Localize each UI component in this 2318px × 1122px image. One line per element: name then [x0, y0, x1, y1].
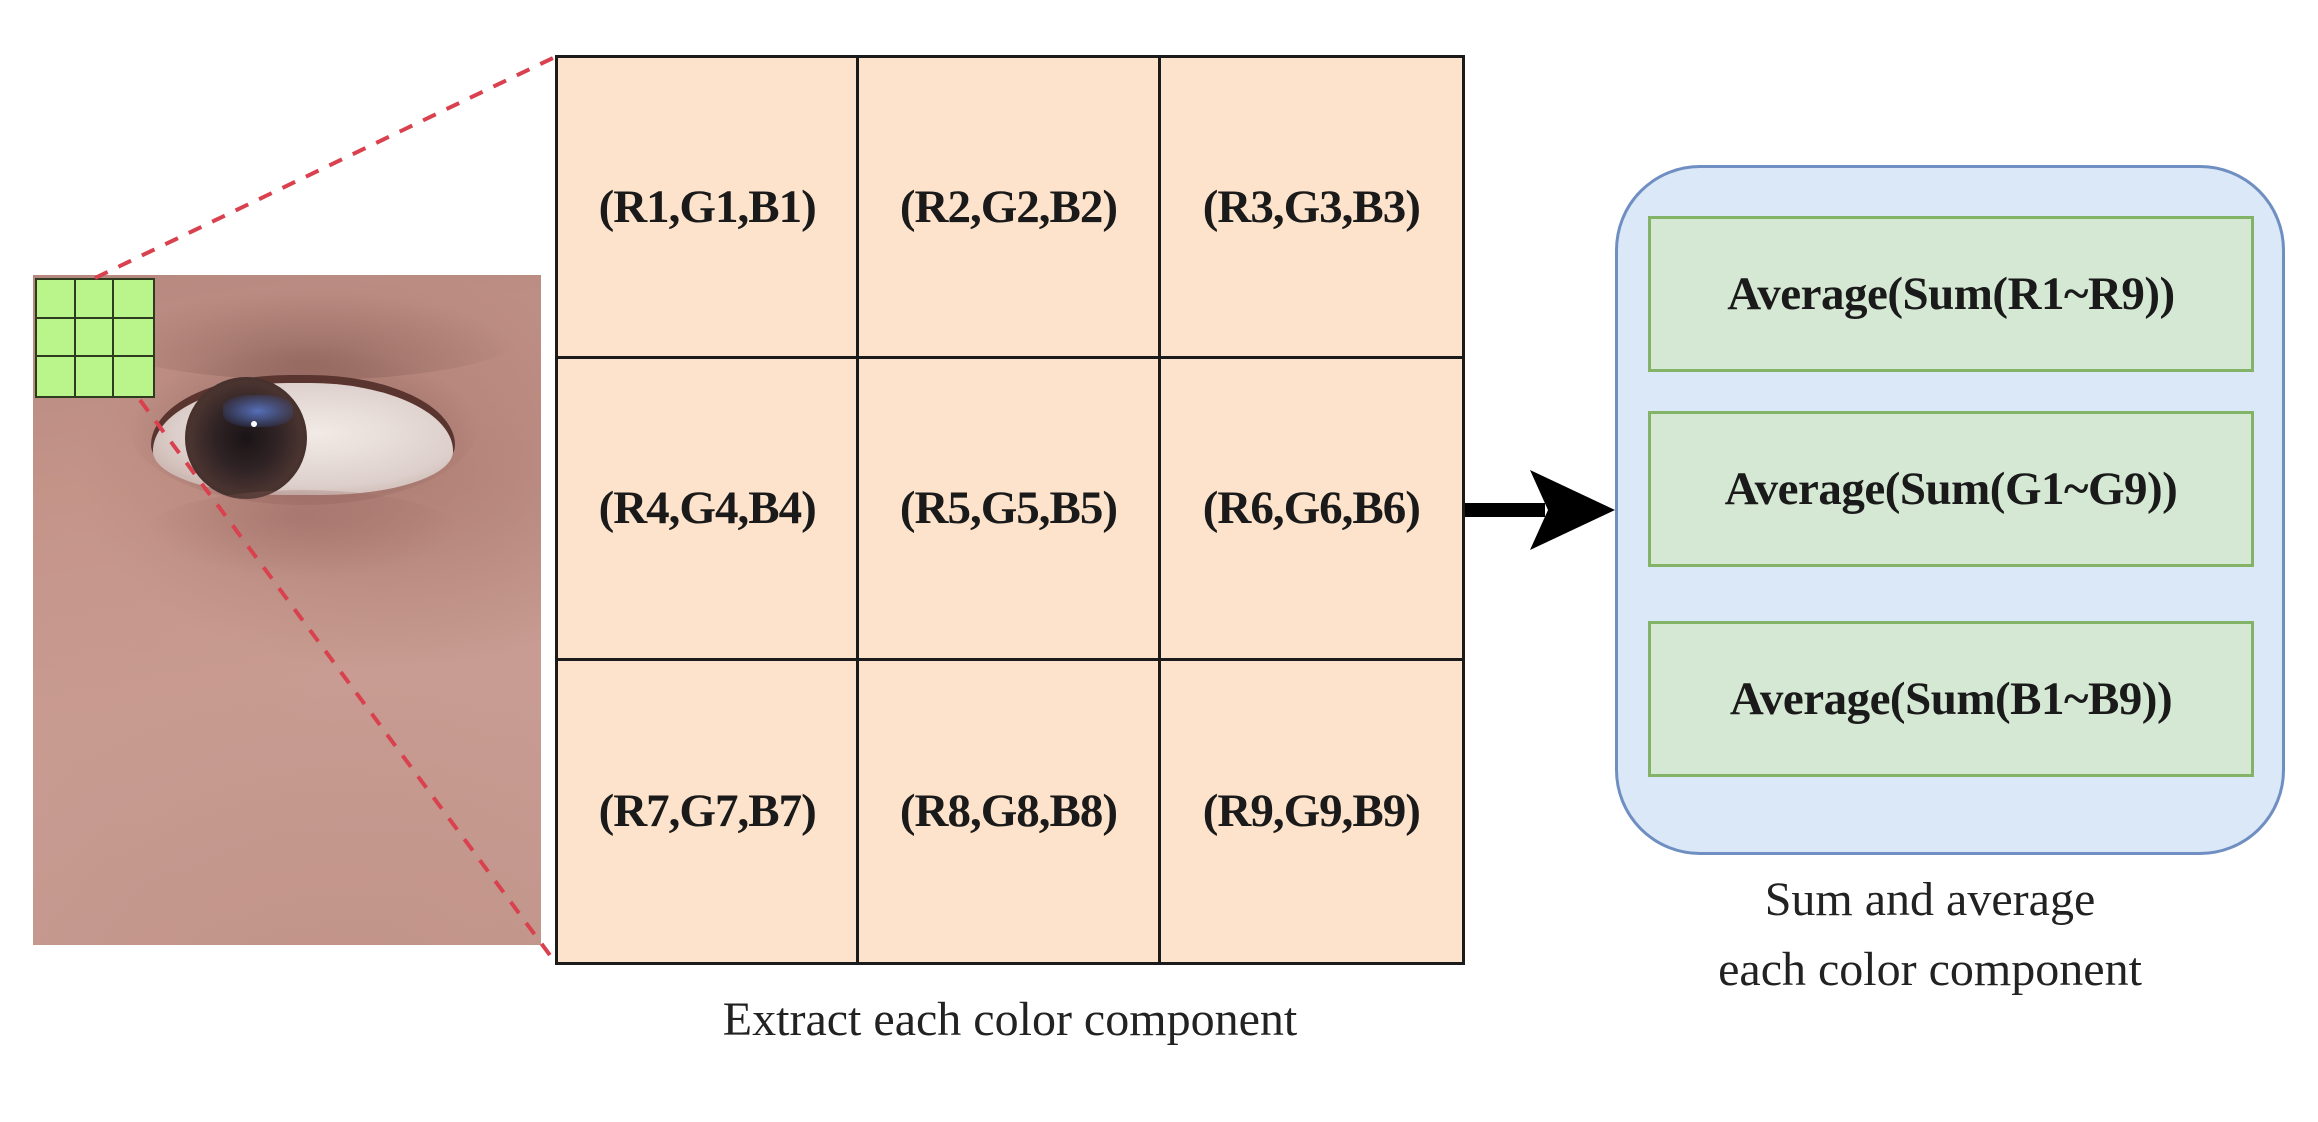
average-caption: Sum and average each color component — [1600, 865, 2260, 1005]
patch-cell — [75, 318, 115, 358]
pixel-grid: (R1,G1,B1) (R2,G2,B2) (R3,G3,B3) (R4,G4,… — [555, 55, 1465, 965]
patch-cell — [114, 357, 153, 396]
iris-reflection — [223, 395, 293, 427]
pixel-cell: (R6,G6,B6) — [1160, 359, 1462, 661]
patch-cell — [114, 280, 153, 319]
average-caption-line2: each color component — [1718, 943, 2142, 996]
eye-glint — [251, 421, 257, 427]
pixel-cell: (R2,G2,B2) — [859, 58, 1161, 360]
patch-cell — [37, 357, 76, 396]
average-caption-line1: Sum and average — [1764, 873, 2096, 926]
pixel-cell: (R1,G1,B1) — [558, 58, 860, 360]
pixel-cell: (R8,G8,B8) — [859, 660, 1161, 962]
pixel-cell: (R7,G7,B7) — [558, 660, 860, 962]
pixel-cell: (R5,G5,B5) — [859, 359, 1161, 661]
right-arrow-icon — [1530, 470, 1615, 550]
patch-cell — [76, 357, 115, 396]
pixel-cell: (R4,G4,B4) — [558, 359, 860, 661]
grid-caption: Extract each color component — [722, 993, 1298, 1046]
zoom-line-top — [94, 55, 556, 280]
under-eye-shadow — [143, 490, 463, 580]
pixel-cell: (R9,G9,B9) — [1202, 785, 1421, 838]
patch-cell — [114, 319, 153, 358]
patch-cell — [75, 280, 115, 319]
pixel-cell: (R3,G3,B3) — [1160, 58, 1462, 360]
average-red-box: Average(Sum(R1~R9)) — [1648, 216, 2254, 372]
patch-cell — [37, 280, 76, 319]
average-panel: Average(Sum(R1~R9)) Average(Sum(G1~G9)) … — [1615, 165, 2285, 855]
patch-cell — [37, 318, 76, 358]
average-blue-box: Average(Sum(B1~B9)) — [1648, 621, 2254, 777]
average-green-box: Average(Sum(G1~G9)) — [1648, 411, 2254, 567]
sampling-patch — [35, 278, 155, 398]
